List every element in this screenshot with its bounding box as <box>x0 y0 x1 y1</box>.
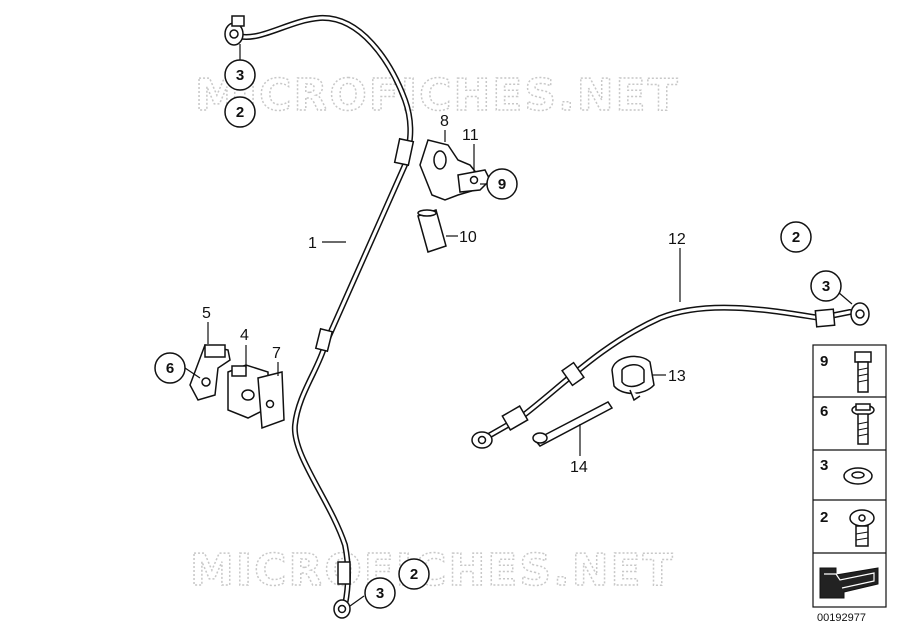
label-part-12: 12 <box>668 231 686 248</box>
callout-3-bottom[interactable]: 3 <box>364 577 396 609</box>
side-item-2-number: 2 <box>820 509 828 526</box>
banjo-fitting-top[interactable] <box>224 15 245 46</box>
label-part-7: 7 <box>272 345 281 362</box>
callout-6[interactable]: 6 <box>154 352 186 384</box>
side-item-9[interactable]: 9 <box>820 351 872 393</box>
flange-bolt-icon <box>851 403 875 445</box>
brake-hose-rear[interactable] <box>482 304 853 441</box>
callout-2-top-text: 2 <box>236 104 244 121</box>
callout-9[interactable]: 9 <box>486 168 518 200</box>
label-part-13: 13 <box>668 368 686 385</box>
hose-grommet[interactable] <box>611 355 655 402</box>
callout-3-top-text: 3 <box>236 67 244 84</box>
callout-2-bottom[interactable]: 2 <box>398 558 430 590</box>
banjo-fitting-rear-left[interactable] <box>471 431 493 449</box>
hose-clamp-bracket[interactable] <box>419 139 491 201</box>
side-item-3[interactable]: 3 <box>820 457 873 485</box>
banjo-fitting-bottom[interactable] <box>333 599 351 619</box>
label-part-1: 1 <box>308 235 317 252</box>
callout-2-top[interactable]: 2 <box>224 96 256 128</box>
side-item-3-number: 3 <box>820 457 828 474</box>
washer-icon <box>843 467 873 485</box>
side-item-6-number: 6 <box>820 403 828 420</box>
callout-3-top[interactable]: 3 <box>224 59 256 91</box>
hose-clip-assembly[interactable] <box>189 344 285 430</box>
leader-6 <box>184 367 201 379</box>
callout-2-right[interactable]: 2 <box>780 221 812 253</box>
callout-2-bottom-text: 2 <box>410 566 418 583</box>
callout-3-bottom-text: 3 <box>376 585 384 602</box>
label-part-4: 4 <box>240 327 249 344</box>
callout-2-right-text: 2 <box>792 229 800 246</box>
label-part-5: 5 <box>202 305 211 322</box>
side-item-9-number: 9 <box>820 353 828 370</box>
callout-3-right-text: 3 <box>822 278 830 295</box>
brake-hose-front[interactable] <box>235 14 415 608</box>
watermark-bottom: MICROFICHES.NET <box>190 545 675 596</box>
diagram-code: 00192977 <box>817 612 866 624</box>
rubber-sleeve[interactable] <box>417 209 447 253</box>
label-part-8: 8 <box>440 113 449 130</box>
direction-arrow-icon <box>819 567 879 599</box>
hardware-side-panel: 9 6 3 <box>812 344 887 608</box>
label-part-14: 14 <box>570 459 588 476</box>
leader-3-right <box>837 291 853 305</box>
label-part-11: 11 <box>462 127 479 144</box>
leader-3-bottom <box>349 595 365 607</box>
callout-9-text: 9 <box>498 176 506 193</box>
banjo-fitting-rear-right[interactable] <box>850 302 870 326</box>
side-item-6[interactable]: 6 <box>820 403 875 445</box>
label-part-10: 10 <box>459 229 477 246</box>
callout-3-right[interactable]: 3 <box>810 270 842 302</box>
cable-tie[interactable] <box>532 401 614 447</box>
watermark-top: MICROFICHES.NET <box>195 70 680 121</box>
side-item-2[interactable]: 2 <box>820 509 875 547</box>
hex-bolt-icon <box>854 351 872 393</box>
callout-6-text: 6 <box>166 360 174 377</box>
banjo-bolt-icon <box>849 509 875 547</box>
